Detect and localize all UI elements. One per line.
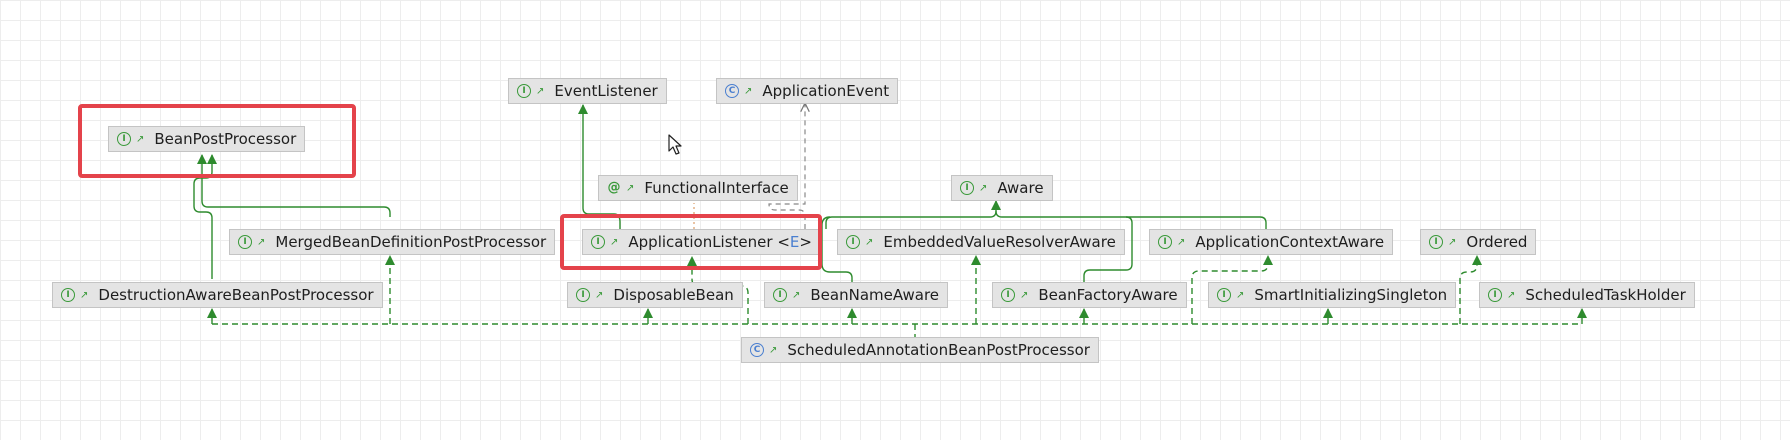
node-label: ScheduledAnnotationBeanPostProcessor bbox=[787, 341, 1090, 359]
interface-icon: I bbox=[1001, 288, 1015, 302]
node-label: ApplicationListener bbox=[628, 233, 773, 251]
node-event-listener[interactable]: I ↗ EventListener bbox=[508, 78, 667, 104]
node-label: ScheduledTaskHolder bbox=[1525, 286, 1686, 304]
node-label: EmbeddedValueResolverAware bbox=[883, 233, 1116, 251]
public-icon: ↗ bbox=[257, 236, 266, 248]
node-embedded-value-resolver-aware[interactable]: I ↗ EmbeddedValueResolverAware bbox=[837, 229, 1125, 255]
node-label: ApplicationEvent bbox=[762, 82, 890, 100]
node-aware[interactable]: I ↗ Aware bbox=[951, 175, 1053, 201]
node-bean-name-aware[interactable]: I ↗ BeanNameAware bbox=[764, 282, 949, 308]
node-label: Ordered bbox=[1466, 233, 1528, 251]
node-application-event[interactable]: C ↗ ApplicationEvent bbox=[716, 78, 899, 104]
interface-icon: I bbox=[61, 288, 75, 302]
node-scheduled-annotation-bean-post-processor[interactable]: C ↗ ScheduledAnnotationBeanPostProcessor bbox=[741, 337, 1099, 363]
public-icon: ↗ bbox=[792, 289, 801, 301]
public-icon: ↗ bbox=[769, 344, 778, 356]
interface-icon: I bbox=[960, 181, 974, 195]
node-label: DestructionAwareBeanPostProcessor bbox=[98, 286, 374, 304]
public-icon: ↗ bbox=[610, 236, 619, 248]
interface-icon: I bbox=[1217, 288, 1231, 302]
interface-icon: I bbox=[117, 132, 131, 146]
edge-beanfactory-to-aware bbox=[1083, 216, 1133, 283]
interface-icon: I bbox=[1429, 235, 1443, 249]
mouse-cursor-icon bbox=[668, 134, 682, 155]
node-label: Aware bbox=[997, 179, 1044, 197]
class-icon: C bbox=[725, 84, 739, 98]
node-label: MergedBeanDefinitionPostProcessor bbox=[275, 233, 547, 251]
public-icon: ↗ bbox=[744, 85, 753, 97]
interface-icon: I bbox=[1158, 235, 1172, 249]
interface-icon: I bbox=[1488, 288, 1502, 302]
public-icon: ↗ bbox=[626, 182, 635, 194]
public-icon: ↗ bbox=[595, 289, 604, 301]
edge-applistener-to-eventlistener bbox=[578, 104, 621, 229]
node-label: SmartInitializingSingleton bbox=[1254, 286, 1448, 304]
public-icon: ↗ bbox=[536, 85, 545, 97]
public-icon: ↗ bbox=[1177, 236, 1186, 248]
node-label: DisposableBean bbox=[613, 286, 734, 304]
node-label: FunctionalInterface bbox=[644, 179, 789, 197]
edge-impl-ordered bbox=[1459, 255, 1482, 324]
public-icon: ↗ bbox=[1448, 236, 1457, 248]
node-ordered[interactable]: I ↗ Ordered bbox=[1420, 229, 1537, 255]
edge-merged-to-beanpostprocessor bbox=[197, 154, 391, 217]
node-application-listener[interactable]: I ↗ ApplicationListener <E> bbox=[582, 229, 821, 255]
type-param-open: < bbox=[772, 233, 790, 251]
node-label: ApplicationContextAware bbox=[1195, 233, 1385, 251]
interface-icon: I bbox=[773, 288, 787, 302]
node-destruction-aware-bean-post-processor[interactable]: I ↗ DestructionAwareBeanPostProcessor bbox=[52, 282, 383, 308]
edge-appcontext-to-aware bbox=[995, 210, 1267, 229]
edge-applistener-to-appevent bbox=[768, 104, 805, 229]
annotation-icon: @ bbox=[607, 180, 621, 195]
interface-icon: I bbox=[576, 288, 590, 302]
interface-icon: I bbox=[591, 235, 605, 249]
node-label: EventListener bbox=[554, 82, 658, 100]
public-icon: ↗ bbox=[136, 133, 145, 145]
public-icon: ↗ bbox=[979, 182, 988, 194]
node-functional-interface[interactable]: @ ↗ FunctionalInterface bbox=[598, 175, 798, 201]
type-param: E bbox=[789, 233, 800, 251]
node-merged-bean-definition-post-processor[interactable]: I ↗ MergedBeanDefinitionPostProcessor bbox=[229, 229, 556, 255]
interface-icon: I bbox=[846, 235, 860, 249]
edge-embedded-to-aware bbox=[825, 200, 1001, 229]
node-scheduled-task-holder[interactable]: I ↗ ScheduledTaskHolder bbox=[1479, 282, 1695, 308]
class-icon: C bbox=[750, 343, 764, 357]
public-icon: ↗ bbox=[1236, 289, 1245, 301]
public-icon: ↗ bbox=[80, 289, 89, 301]
public-icon: ↗ bbox=[1507, 289, 1516, 301]
node-application-context-aware[interactable]: I ↗ ApplicationContextAware bbox=[1149, 229, 1394, 255]
node-label: BeanNameAware bbox=[810, 286, 940, 304]
public-icon: ↗ bbox=[1020, 289, 1029, 301]
public-icon: ↗ bbox=[865, 236, 874, 248]
edge-destruction-to-beanpostprocessor bbox=[193, 154, 217, 279]
interface-icon: I bbox=[238, 235, 252, 249]
type-param-close: > bbox=[799, 233, 812, 251]
node-label: BeanPostProcessor bbox=[154, 130, 297, 148]
node-label: BeanFactoryAware bbox=[1038, 286, 1178, 304]
node-bean-factory-aware[interactable]: I ↗ BeanFactoryAware bbox=[992, 282, 1187, 308]
node-smart-initializing-singleton[interactable]: I ↗ SmartInitializingSingleton bbox=[1208, 282, 1457, 308]
node-bean-post-processor[interactable]: I ↗ BeanPostProcessor bbox=[108, 126, 306, 152]
edge-beanname-to-aware bbox=[821, 216, 853, 283]
interface-icon: I bbox=[517, 84, 531, 98]
node-disposable-bean[interactable]: I ↗ DisposableBean bbox=[567, 282, 743, 308]
